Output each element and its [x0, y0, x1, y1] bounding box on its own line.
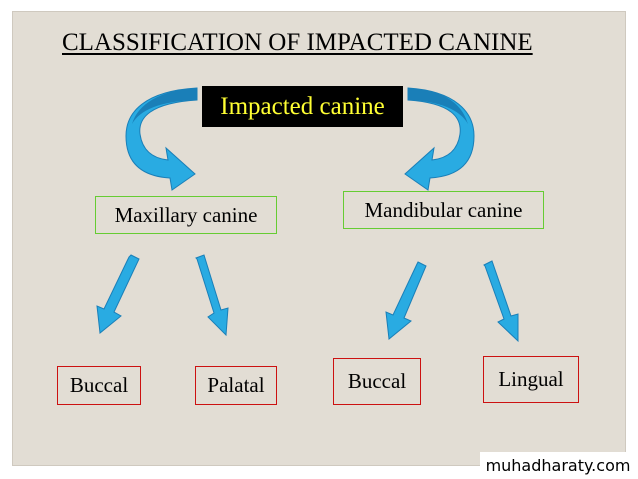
- category-node-mandibular: Mandibular canine: [343, 191, 544, 229]
- leaf-node-maxillary-buccal: Buccal: [57, 366, 141, 405]
- curved-arrow-icon-right: [404, 87, 475, 191]
- straight-arrow-icon-1: [96, 254, 140, 334]
- straight-arrow-icon-3: [385, 261, 427, 340]
- straight-arrow-icon-4: [483, 260, 519, 343]
- leaf-node-maxillary-palatal: Palatal: [195, 366, 277, 405]
- slide-title: CLASSIFICATION OF IMPACTED CANINE: [62, 29, 533, 56]
- curved-arrow-icon-left: [125, 87, 198, 191]
- root-node-impacted-canine: Impacted canine: [202, 86, 403, 127]
- watermark-text: muhadharaty.com: [480, 452, 636, 478]
- category-node-maxillary: Maxillary canine: [95, 196, 277, 234]
- leaf-node-mandibular-buccal: Buccal: [333, 358, 421, 405]
- straight-arrow-icon-2: [195, 254, 229, 337]
- leaf-node-mandibular-lingual: Lingual: [483, 356, 579, 403]
